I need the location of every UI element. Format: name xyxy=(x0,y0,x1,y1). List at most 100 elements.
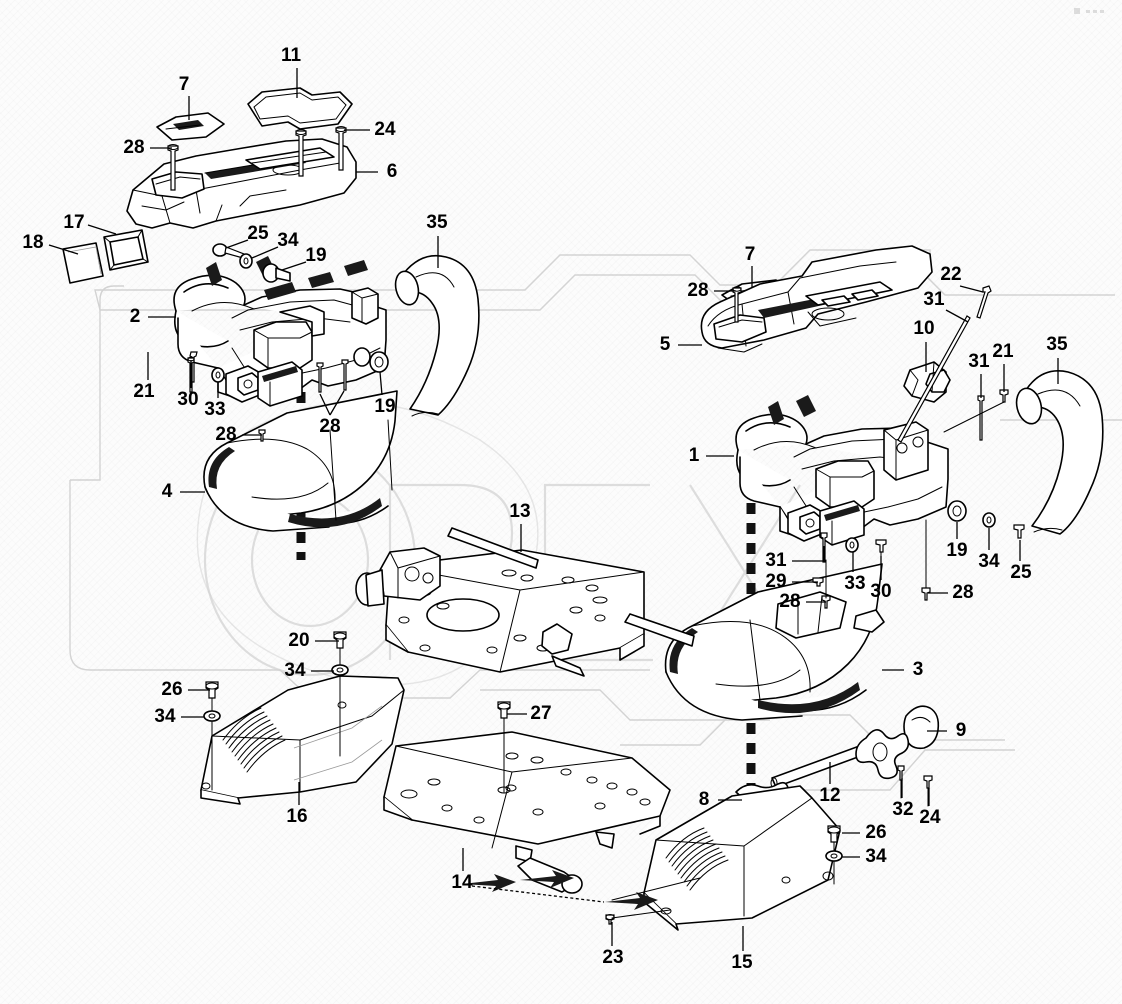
callout-label-17: 17 xyxy=(63,212,84,233)
part-13-upper-plate xyxy=(355,527,695,677)
callout-label-31: 31 xyxy=(923,289,945,310)
part-5-right-top-cover xyxy=(700,245,933,353)
callout-label-4: 4 xyxy=(162,481,173,502)
callout-label-12: 12 xyxy=(819,785,840,806)
callout-label-24: 24 xyxy=(919,807,941,828)
part-16-left-cover-panel xyxy=(200,675,405,805)
callout-label-30: 30 xyxy=(177,389,198,410)
fastener-33-a xyxy=(211,367,225,383)
fastener-24-b xyxy=(335,126,347,171)
part-35-left-hose xyxy=(394,254,480,417)
part-6-left-top-cover xyxy=(126,138,357,229)
callout-label-34: 34 xyxy=(865,846,887,867)
part-15-right-cover-panel xyxy=(462,785,841,931)
callout-label-3: 3 xyxy=(913,659,924,680)
fastener-19-a xyxy=(262,263,291,283)
callout-label-35: 35 xyxy=(1046,334,1068,355)
fastener-19-b xyxy=(369,351,389,373)
callout-label-21: 21 xyxy=(992,341,1014,362)
callout-label-30: 30 xyxy=(870,581,891,602)
fastener-28-c1 xyxy=(316,362,324,393)
callout-label-6: 6 xyxy=(387,161,398,182)
callout-label-18: 18 xyxy=(22,232,43,253)
part-16-louvers xyxy=(222,707,286,773)
part-7-left-trim-insert xyxy=(156,112,225,141)
callout-label-25: 25 xyxy=(247,223,269,244)
fastener-24-a xyxy=(295,129,307,177)
callout-label-33: 33 xyxy=(204,399,225,420)
fastener-34-a xyxy=(239,253,253,269)
fastener-23 xyxy=(605,909,671,925)
callout-label-28: 28 xyxy=(687,280,708,301)
callout-label-19: 19 xyxy=(946,540,967,561)
callout-label-2: 2 xyxy=(130,306,141,327)
fastener-22 xyxy=(976,285,992,319)
part-4-left-lower-cover xyxy=(203,390,398,532)
part-15-louvers xyxy=(665,827,729,891)
callout-label-34: 34 xyxy=(978,551,1000,572)
part-18-window-panel xyxy=(62,242,104,284)
fastener-28-a xyxy=(167,144,179,191)
fastener-32-screw xyxy=(897,765,905,799)
part-1-right-console-frame xyxy=(735,395,949,546)
fastener-31-b xyxy=(977,395,985,441)
corner-mark xyxy=(1074,8,1104,14)
callout-label-20: 20 xyxy=(288,630,309,651)
part-17-frame-gasket xyxy=(103,229,149,271)
leader-lines xyxy=(48,68,1059,951)
fastener-28-c2 xyxy=(341,359,349,391)
callout-label-34: 34 xyxy=(277,230,299,251)
fastener-31-a xyxy=(897,315,971,443)
fastener-33-b xyxy=(845,537,859,553)
fastener-34-c xyxy=(331,664,349,676)
callout-label-5: 5 xyxy=(660,334,671,355)
callout-label-33: 33 xyxy=(844,573,865,594)
callout-label-7: 7 xyxy=(745,244,756,265)
fastener-25-b xyxy=(1013,524,1025,539)
fastener-24-b2 xyxy=(923,775,933,807)
callout-label-24: 24 xyxy=(374,119,396,140)
callout-label-31: 31 xyxy=(968,351,990,372)
callout-label-28: 28 xyxy=(215,424,236,445)
callout-label-26: 26 xyxy=(865,822,886,843)
callout-label-28: 28 xyxy=(319,416,340,437)
callout-label-8: 8 xyxy=(699,789,710,810)
fastener-34-d xyxy=(203,710,221,722)
fastener-25-a xyxy=(212,243,245,259)
callout-label-23: 23 xyxy=(602,947,623,968)
fastener-28-f xyxy=(921,519,931,601)
callout-label-28: 28 xyxy=(952,582,973,603)
callout-label-16: 16 xyxy=(286,806,307,827)
callout-label-14: 14 xyxy=(451,872,473,893)
callout-label-7: 7 xyxy=(179,74,190,95)
fastener-21-b xyxy=(943,389,1009,433)
watermark-opex xyxy=(69,249,1122,791)
callout-label-34: 34 xyxy=(154,706,176,727)
callout-label-28: 28 xyxy=(123,137,144,158)
part-2-left-console-frame xyxy=(173,256,387,407)
fastener-28-d xyxy=(732,286,742,323)
callout-label-31: 31 xyxy=(765,550,787,571)
callout-label-29: 29 xyxy=(765,571,786,592)
callout-label-13: 13 xyxy=(509,501,530,522)
callout-label-22: 22 xyxy=(940,264,961,285)
callout-label-26: 26 xyxy=(161,679,182,700)
callout-label-35: 35 xyxy=(426,212,448,233)
callout-label-11: 11 xyxy=(281,45,302,66)
fastener-19-b2 xyxy=(353,347,371,367)
callout-label-32: 32 xyxy=(892,799,913,820)
callout-label-21: 21 xyxy=(133,381,155,402)
fastener-26-b xyxy=(827,825,841,885)
fastener-34-e xyxy=(825,850,843,862)
callout-label-9: 9 xyxy=(956,720,967,741)
callout-label-19: 19 xyxy=(305,245,326,266)
callout-label-19: 19 xyxy=(374,396,395,417)
callout-label-27: 27 xyxy=(530,703,551,724)
callout-label-10: 10 xyxy=(913,318,934,339)
fastener-19-c xyxy=(947,500,967,522)
part-14-lower-plate xyxy=(383,731,671,894)
part-11-gasket xyxy=(247,87,353,130)
callout-label-25: 25 xyxy=(1010,562,1032,583)
